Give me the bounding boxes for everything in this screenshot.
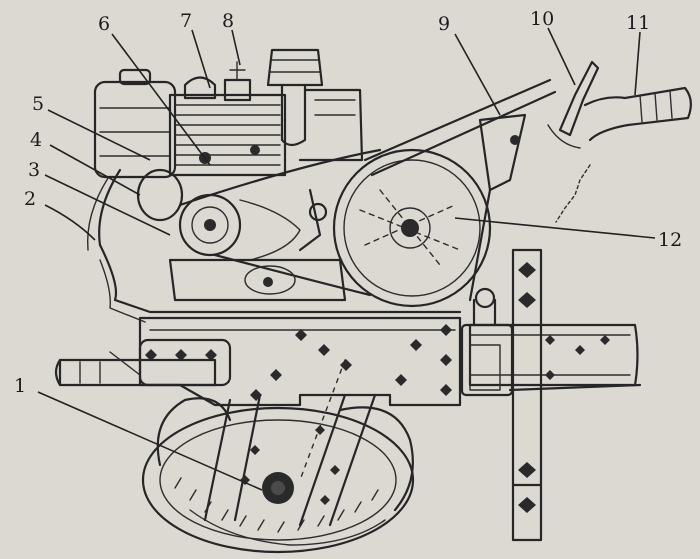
clutch-pivot	[308, 202, 328, 222]
casing-bolt	[263, 277, 273, 287]
callout-5: 5	[32, 93, 44, 115]
bracket-bolt	[510, 135, 520, 145]
handle-bracket	[478, 113, 527, 192]
large-pulley-spokes	[359, 189, 461, 266]
adjust-chain	[555, 164, 591, 223]
leader-10	[547, 27, 576, 86]
large-pulley-hub-ring	[389, 207, 431, 249]
cooling-fins	[174, 104, 281, 166]
rail-lower	[99, 259, 146, 323]
leader-7	[191, 29, 211, 89]
large-pulley-rim	[343, 159, 481, 297]
leader-1	[37, 391, 263, 491]
spark-plug	[229, 61, 246, 81]
blade-rivets	[518, 262, 536, 513]
hitch-block	[460, 323, 514, 397]
rear-rivets	[545, 335, 610, 380]
tine-arm-right	[298, 393, 377, 527]
carburetor	[183, 76, 217, 100]
vertical-blade	[511, 248, 543, 542]
grip-ribs	[639, 90, 673, 123]
rear-attachment	[460, 248, 642, 542]
clutch-lever	[558, 60, 600, 137]
center-axis	[299, 359, 346, 481]
air-filter	[266, 48, 324, 87]
callout-numbers: 1 2 3 4 5 6 7 8 9 10 11 12	[14, 8, 682, 397]
casing-boss	[244, 265, 296, 295]
handle-grip	[583, 86, 692, 142]
air-filter-ribs	[269, 59, 321, 73]
front-tube-mark	[109, 351, 141, 376]
leader-8	[231, 29, 241, 66]
leader-3	[44, 174, 171, 236]
idler-pulley	[136, 168, 184, 222]
leader-6	[111, 33, 211, 166]
housing-lines	[314, 99, 356, 116]
callout-8: 8	[222, 10, 234, 32]
hitch-post	[472, 298, 497, 327]
small-pulley-hub	[204, 219, 216, 231]
belt-tensioner	[239, 199, 301, 261]
handle-tube	[363, 78, 557, 177]
front-skid-inner	[86, 177, 109, 251]
leader-5	[47, 109, 151, 161]
bracket-strut	[468, 188, 492, 302]
leader-11	[634, 31, 641, 96]
callout-4: 4	[30, 129, 42, 151]
front-tube-cap	[54, 358, 62, 387]
leader-2	[44, 204, 96, 241]
wheel	[141, 397, 415, 554]
tire-fold-left	[156, 397, 232, 467]
small-pulley-inner	[191, 206, 229, 244]
large-pulley	[332, 148, 492, 308]
tank-bands	[99, 107, 171, 157]
belt-top	[178, 148, 382, 207]
spark-plug-cover	[223, 78, 252, 102]
rail-top	[98, 243, 462, 314]
hub-cap	[271, 481, 285, 495]
tine-arm-left	[203, 393, 262, 522]
callout-6: 6	[98, 13, 110, 35]
tire-tread	[189, 509, 386, 546]
engine-bolt-2	[250, 145, 260, 155]
callout-3: 3	[28, 159, 40, 181]
front-tube-rings	[79, 361, 101, 384]
hitch-pin	[474, 287, 496, 309]
front-bracket	[138, 338, 232, 387]
tire-fold-right	[338, 406, 414, 512]
engine	[93, 48, 364, 179]
belt-casing	[168, 258, 347, 302]
callout-2: 2	[24, 188, 36, 210]
rivet-markers	[145, 324, 452, 401]
leader-lines	[37, 27, 656, 491]
cylinder-block	[168, 93, 287, 177]
leader-4	[49, 144, 141, 196]
lever-cable	[547, 124, 581, 149]
callout-1: 1	[14, 375, 26, 397]
drive-pulleys	[136, 148, 492, 308]
hitch-inner	[469, 344, 501, 391]
front-tube	[54, 338, 232, 387]
callout-10: 10	[530, 8, 554, 30]
intake-pipe	[280, 83, 307, 147]
tire-inner	[159, 419, 397, 541]
handlebar-assembly	[363, 60, 692, 302]
callout-7: 7	[180, 10, 192, 32]
tire-outer	[141, 406, 415, 554]
tank-cap	[118, 68, 152, 86]
rear-bar-bottom	[508, 383, 642, 392]
callout-9: 9	[438, 13, 450, 35]
leader-9	[454, 33, 501, 116]
callout-12: 12	[658, 229, 682, 251]
fuel-tank	[93, 80, 177, 179]
leader-12	[454, 217, 656, 239]
callout-11: 11	[626, 12, 650, 34]
